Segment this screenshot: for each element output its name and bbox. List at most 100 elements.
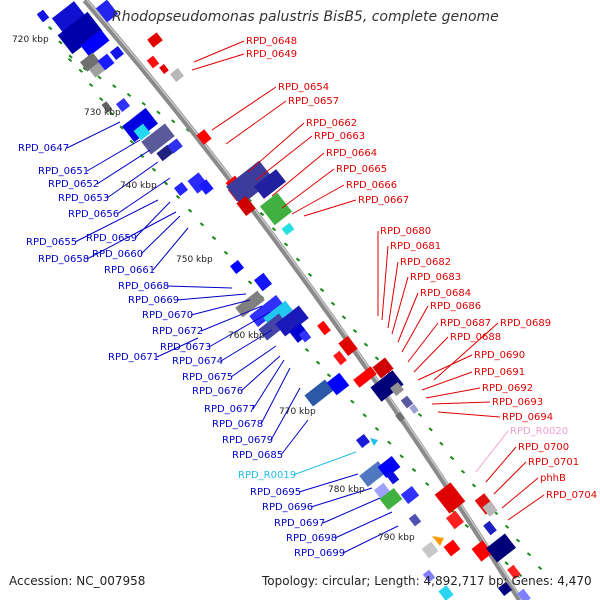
leader-line — [417, 354, 473, 381]
leader-line — [166, 285, 233, 289]
gene-label: RPD_0701 — [528, 457, 579, 468]
gene-label: RPD_0648 — [246, 36, 297, 47]
gene-label: RPD_0671 — [108, 352, 159, 363]
gene-feature — [226, 160, 274, 206]
scale-tick — [330, 301, 336, 306]
gene-feature — [253, 272, 273, 292]
gene-feature — [482, 501, 498, 517]
leader-line — [401, 305, 429, 353]
leader-line — [310, 487, 373, 508]
gene-label: RPD_0658 — [38, 254, 89, 265]
gene-feature — [80, 52, 100, 72]
leader-line — [501, 477, 539, 509]
scale-tick — [58, 40, 63, 45]
leader-line — [291, 184, 345, 215]
scale-tick — [88, 82, 94, 88]
gene-feature — [281, 222, 295, 236]
leader-line — [280, 419, 309, 456]
gene-feature — [438, 585, 454, 600]
gene-feature — [89, 62, 105, 78]
gene-feature — [483, 520, 497, 536]
gene-feature — [95, 0, 119, 23]
leader-line — [334, 511, 393, 539]
scale-tick — [449, 455, 455, 461]
scale-label: 730 kbp — [84, 108, 121, 118]
scale-label: 770 kbp — [279, 407, 316, 417]
scale-tick — [112, 84, 117, 89]
leader-line — [271, 152, 325, 197]
gene-feature — [432, 536, 444, 546]
scale-tick — [315, 360, 321, 365]
gene-label: RPD_0663 — [314, 131, 365, 142]
leader-line — [303, 199, 357, 217]
gene-label: RPD_0649 — [246, 49, 297, 60]
scale-tick — [141, 101, 146, 106]
gene-label: RPD_0677 — [204, 404, 255, 415]
gene-feature — [141, 123, 175, 155]
scale-tick — [504, 561, 509, 566]
gene-label: RPD_0662 — [306, 118, 357, 129]
scale-tick — [399, 454, 404, 459]
gene-feature — [408, 513, 422, 527]
gene-label: RPD_0704 — [546, 490, 597, 501]
gene-label: RPD_0659 — [86, 233, 137, 244]
leader-line — [220, 329, 273, 362]
gene-label: RPD_0664 — [326, 148, 377, 159]
gene-label: RPD_0674 — [172, 356, 223, 367]
scale-label: 790 kbp — [378, 533, 415, 543]
leader-line — [116, 177, 171, 215]
leader-line — [240, 355, 281, 392]
gene-feature — [109, 45, 125, 61]
gene-feature — [51, 1, 91, 39]
gene-feature — [198, 179, 214, 195]
leader-line — [431, 401, 491, 405]
scale-tick — [439, 441, 444, 446]
leader-line — [230, 345, 277, 378]
gene-feature — [146, 55, 160, 69]
leader-line — [74, 199, 159, 243]
leader-line — [191, 53, 245, 71]
gene-feature — [370, 370, 404, 402]
gene-feature — [395, 412, 405, 422]
gene-label: RPD_0695 — [250, 487, 301, 498]
leader-line — [391, 276, 409, 335]
leader-line — [475, 430, 509, 473]
map-title: Rhodopseudomonas palustris BisB5, comple… — [112, 9, 499, 25]
leader-line — [437, 411, 501, 418]
gene-label: RPD_0678 — [212, 419, 263, 430]
gene-feature — [370, 438, 378, 446]
leader-line — [292, 451, 357, 476]
scale-tick — [537, 565, 543, 571]
gene-label: RPD_0693 — [492, 397, 543, 408]
gene-feature — [156, 144, 174, 162]
scale-label: 720 kbp — [12, 35, 49, 45]
scale-tick — [283, 242, 289, 247]
gene-label: RPD_0667 — [358, 195, 409, 206]
gene-label: RPD_0669 — [128, 295, 179, 306]
leader-line — [66, 121, 121, 149]
gene-feature — [389, 381, 405, 397]
leader-line — [413, 336, 449, 373]
scale-tick — [163, 181, 169, 186]
scale-tick — [387, 440, 392, 445]
leader-line — [211, 86, 277, 131]
leader-line — [281, 168, 335, 209]
gene-feature — [317, 320, 331, 336]
gene-feature — [173, 181, 189, 197]
scale-tick — [247, 280, 253, 285]
scale-tick — [319, 287, 325, 293]
scale-tick — [171, 119, 176, 124]
gene-label: RPD_0647 — [18, 143, 69, 154]
gene-feature — [122, 107, 158, 143]
gene-label: RPD_0694 — [502, 412, 553, 423]
gene-feature — [497, 581, 513, 597]
scale-tick — [156, 110, 161, 115]
gene-feature — [443, 539, 461, 557]
gene-label: RPD_0654 — [278, 82, 329, 93]
scale-tick — [417, 412, 423, 418]
leader-line — [381, 245, 389, 321]
gene-label: RPD_0690 — [474, 350, 525, 361]
scale-tick — [425, 481, 430, 487]
